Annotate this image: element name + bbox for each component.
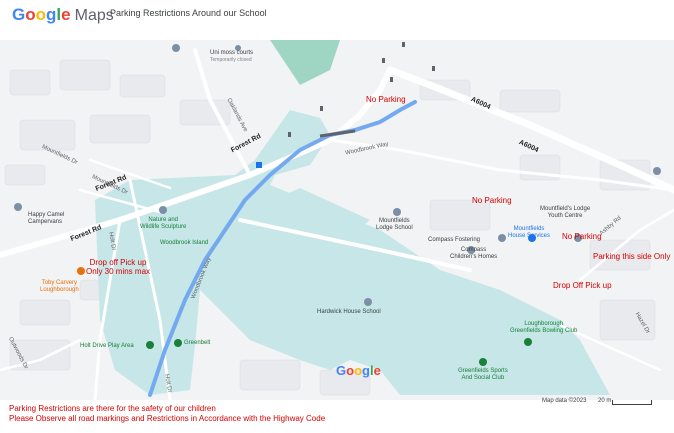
footpath-route bbox=[148, 100, 417, 397]
map-attribution: Map data ©2023 bbox=[542, 398, 587, 404]
poi-mountfields-house[interactable]: Mountfields House Services bbox=[508, 226, 551, 239]
logo-product: Maps bbox=[74, 7, 114, 24]
map-pins bbox=[14, 44, 661, 366]
poi-toby-carvery[interactable]: Toby Carvery Loughborough bbox=[40, 280, 79, 293]
footer-line: Parking Restrictions are there for the s… bbox=[9, 404, 216, 413]
poi-bowling-club[interactable]: Loughborough Greenfields Bowling Club bbox=[510, 321, 578, 334]
poi-nature-sculpture[interactable]: Nature and Wildlife Sculpture bbox=[140, 217, 187, 230]
annotation-drop-off: Drop Off Pick up bbox=[553, 281, 612, 290]
poi-compass-fostering[interactable]: Compass Fostering bbox=[428, 237, 481, 243]
annotation-no-parking: No Parking bbox=[472, 196, 512, 205]
inner-grounds bbox=[250, 188, 370, 245]
google-map-watermark: Google bbox=[336, 363, 381, 378]
road-network bbox=[0, 48, 674, 400]
logo-letter: G bbox=[336, 363, 347, 378]
poi-temp-closed: Temporarily closed bbox=[210, 57, 252, 63]
annotation-no-parking: No Parking bbox=[562, 232, 602, 241]
green-area-top bbox=[270, 40, 340, 85]
annotation-parking-side: Parking this side Only bbox=[593, 252, 671, 261]
poi-greenfields-sports[interactable]: Greenfields Sports And Social Club bbox=[458, 368, 508, 381]
footpath-dark-segment bbox=[319, 129, 356, 138]
logo-letter: o bbox=[25, 5, 36, 24]
logo-letter: e bbox=[373, 363, 381, 378]
page-title: Parking Restrictions Around our School bbox=[110, 8, 267, 18]
logo-letter: o bbox=[35, 5, 47, 24]
annotation-no-parking: No Parking bbox=[366, 95, 406, 104]
poi-hardwick-house[interactable]: Hardwick House School bbox=[317, 309, 381, 315]
logo-letter: G bbox=[12, 5, 26, 24]
footer-notes: Parking Restrictions are there for the s… bbox=[9, 404, 325, 424]
logo-letter: l bbox=[56, 5, 62, 24]
poi-holt-drive-play[interactable]: Holt Drive Play Area bbox=[80, 343, 134, 349]
traffic-light-markers bbox=[288, 42, 435, 137]
logo-letter: e bbox=[61, 5, 71, 24]
poi-woodbrook-island[interactable]: Woodbrook Island bbox=[160, 240, 209, 246]
logo-letter: g bbox=[46, 5, 57, 24]
map-graphics bbox=[0, 40, 674, 400]
poi-mountfields-lodge-school[interactable]: Mountfields Lodge School bbox=[376, 218, 413, 231]
logo-letter: g bbox=[362, 363, 370, 378]
annotation-drop-off: Drop off Pick up Only 30 mins max bbox=[86, 258, 151, 277]
logo-letter: l bbox=[369, 363, 374, 378]
map-canvas[interactable]: Forest Rd Forest Rd Forest Rd Oaklands A… bbox=[0, 40, 674, 400]
poi-greenbelt[interactable]: Greenbelt bbox=[184, 340, 211, 346]
poi-mountfields-youth[interactable]: Mountfield's Lodge Youth Centre bbox=[540, 206, 591, 219]
footer-line: Please Observe all road markings and Res… bbox=[9, 414, 326, 423]
poi-compass-childrens[interactable]: Compass Children's Homes bbox=[450, 247, 498, 260]
logo-letter: o bbox=[346, 363, 355, 378]
map-scale-bar bbox=[612, 400, 652, 405]
map-scale-label: 20 m bbox=[598, 398, 612, 404]
poi-uni-moss-courts[interactable]: Uni moss courts bbox=[210, 50, 254, 56]
logo-letter: o bbox=[354, 363, 363, 378]
poi-happy-camel[interactable]: Happy Camel Campervans bbox=[28, 212, 65, 225]
